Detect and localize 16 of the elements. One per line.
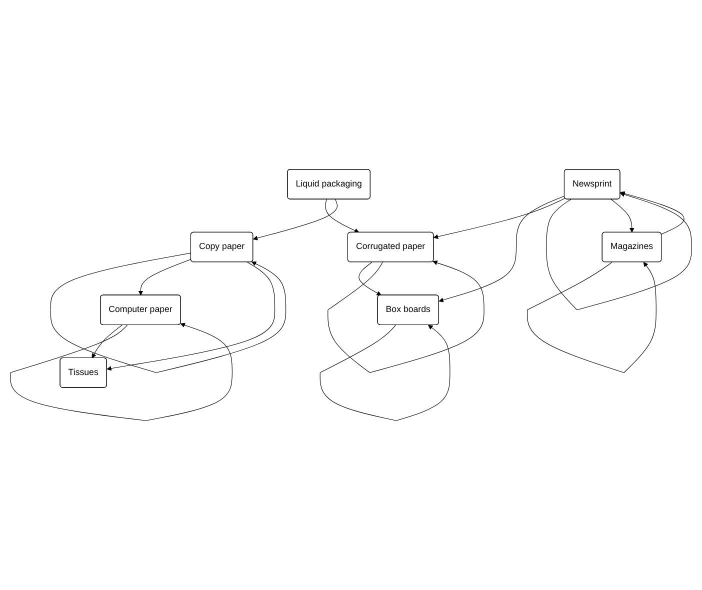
arrow bbox=[328, 260, 484, 373]
arrow bbox=[10, 322, 232, 421]
arrow bbox=[252, 199, 338, 240]
arrow bbox=[320, 324, 450, 421]
arrow bbox=[438, 196, 565, 302]
arrow bbox=[92, 324, 122, 358]
arrow bbox=[106, 262, 276, 371]
arrow bbox=[138, 259, 192, 296]
arrow bbox=[50, 252, 286, 373]
arrow bbox=[325, 199, 360, 233]
arrow bbox=[433, 198, 566, 239]
arrow bbox=[620, 191, 684, 235]
arrow bbox=[527, 262, 656, 373]
arrow bbox=[610, 199, 634, 233]
arrow bbox=[546, 192, 692, 310]
arrow bbox=[358, 262, 382, 296]
